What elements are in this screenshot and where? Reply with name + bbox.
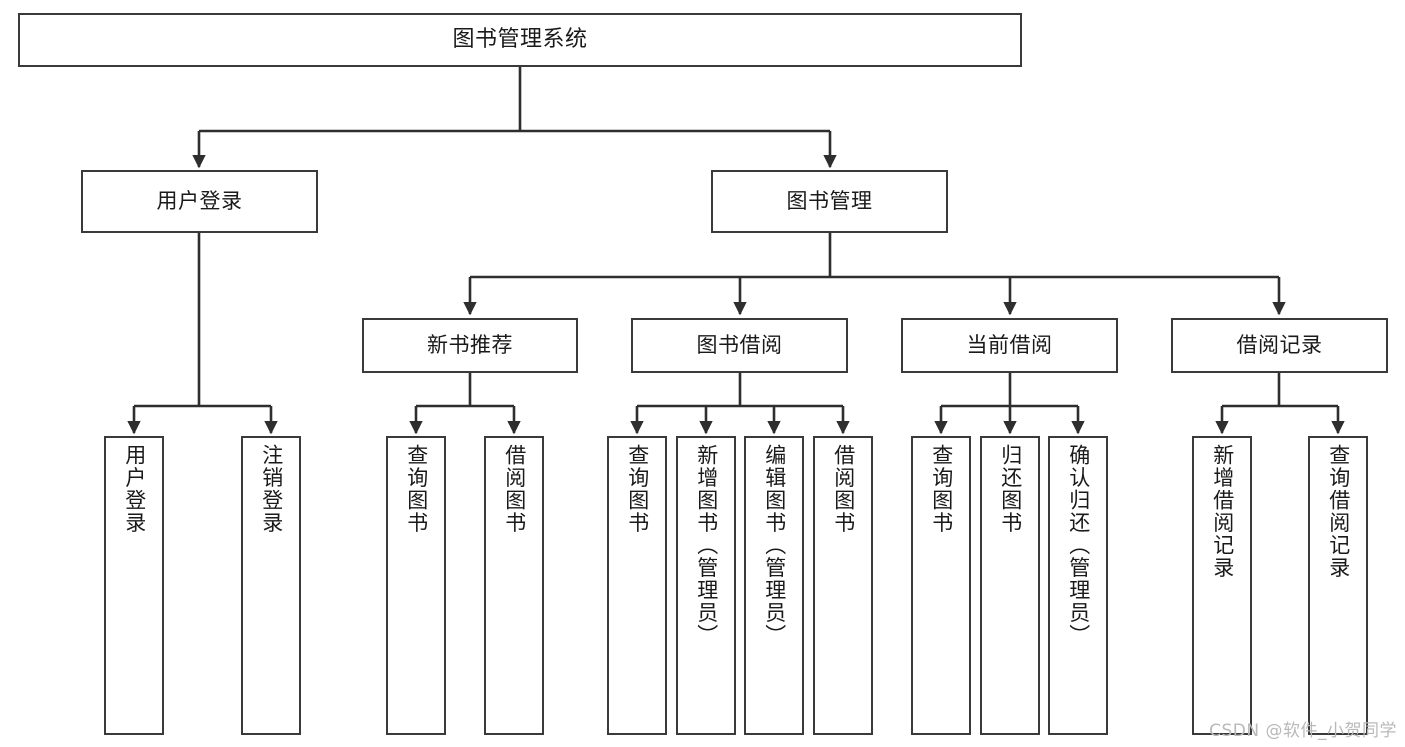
node-user-login[interactable]: 用户登录 xyxy=(81,170,318,233)
leaf-query-book-2-label: 查询图书 xyxy=(625,444,650,534)
node-book-manage[interactable]: 图书管理 xyxy=(711,170,948,233)
leaf-add-record-label: 新增借阅记录 xyxy=(1210,444,1235,579)
leaf-user-login[interactable]: 用户登录 xyxy=(104,436,164,735)
leaf-add-book[interactable]: 新增图书（管理员） xyxy=(676,436,736,735)
leaf-user-login-label: 用户登录 xyxy=(122,444,147,534)
node-book-manage-label: 图书管理 xyxy=(786,189,873,214)
leaf-query-book-1-label: 查询图书 xyxy=(404,444,429,534)
node-book-borrow[interactable]: 图书借阅 xyxy=(631,318,848,373)
leaf-borrow-book-1-label: 借阅图书 xyxy=(502,444,527,534)
leaf-query-book-3-label: 查询图书 xyxy=(929,444,954,534)
leaf-borrow-book-2[interactable]: 借阅图书 xyxy=(813,436,873,735)
leaf-borrow-book-2-label: 借阅图书 xyxy=(831,444,856,534)
leaf-query-record[interactable]: 查询借阅记录 xyxy=(1308,436,1368,735)
leaf-confirm-return-label: 确认归还（管理员） xyxy=(1066,444,1091,647)
node-borrow-record-label: 借阅记录 xyxy=(1236,333,1323,358)
node-borrow-record[interactable]: 借阅记录 xyxy=(1171,318,1388,373)
leaf-query-book-2[interactable]: 查询图书 xyxy=(607,436,667,735)
leaf-query-record-label: 查询借阅记录 xyxy=(1326,444,1351,579)
leaf-return-book[interactable]: 归还图书 xyxy=(980,436,1040,735)
node-new-book-recommend[interactable]: 新书推荐 xyxy=(362,318,578,373)
node-new-book-recommend-label: 新书推荐 xyxy=(427,333,513,358)
leaf-add-book-label: 新增图书（管理员） xyxy=(694,444,719,647)
node-book-borrow-label: 图书借阅 xyxy=(696,333,783,358)
leaf-logout[interactable]: 注销登录 xyxy=(241,436,301,735)
node-current-borrow[interactable]: 当前借阅 xyxy=(901,318,1118,373)
leaf-logout-label: 注销登录 xyxy=(259,444,284,534)
node-user-login-label: 用户登录 xyxy=(156,189,243,214)
leaf-query-book-1[interactable]: 查询图书 xyxy=(386,436,446,735)
csdn-watermark: CSDN @软件_小贺同学 xyxy=(1209,721,1397,741)
node-root[interactable]: 图书管理系统 xyxy=(18,13,1022,67)
node-root-label: 图书管理系统 xyxy=(452,27,588,53)
leaf-query-book-3[interactable]: 查询图书 xyxy=(911,436,971,735)
leaf-edit-book[interactable]: 编辑图书（管理员） xyxy=(744,436,804,735)
leaf-edit-book-label: 编辑图书（管理员） xyxy=(762,444,787,647)
leaf-confirm-return[interactable]: 确认归还（管理员） xyxy=(1048,436,1108,735)
leaf-return-book-label: 归还图书 xyxy=(998,444,1023,534)
leaf-add-record[interactable]: 新增借阅记录 xyxy=(1192,436,1252,735)
leaf-borrow-book-1[interactable]: 借阅图书 xyxy=(484,436,544,735)
node-current-borrow-label: 当前借阅 xyxy=(966,333,1053,358)
